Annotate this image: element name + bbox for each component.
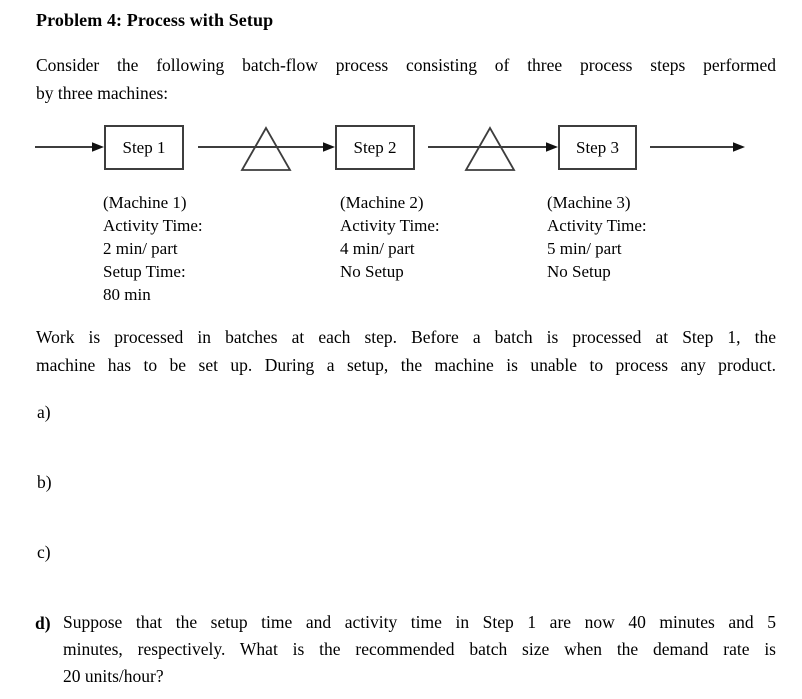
page-title: Problem 4: Process with Setup <box>36 10 274 30</box>
inventory-buffer-triangle-1-icon <box>240 126 292 171</box>
part-a-label: a) <box>37 402 51 422</box>
part-c-label: c) <box>37 542 51 562</box>
inventory-buffer-triangle-2-icon <box>464 126 516 171</box>
machine-2-activity-label: Activity Time: <box>340 216 440 235</box>
step-2-label: Step 2 <box>353 137 397 157</box>
part-d-line-2: minutes, respectively. What is the recom… <box>63 639 776 659</box>
batch-note-line-1: Work is processed in batches at each ste… <box>36 327 776 347</box>
machine-3-title: (Machine 3) <box>547 193 631 212</box>
machine-2-activity-value: 4 min/ part <box>340 239 415 258</box>
part-d-line-3: 20 units/hour? <box>63 666 164 686</box>
intro-paragraph: Consider the following batch-flow proces… <box>36 52 776 107</box>
machine-3-activity-value: 5 min/ part <box>547 239 622 258</box>
intro-line-1: Consider the following batch-flow proces… <box>36 55 776 75</box>
machine-1-activity-value: 2 min/ part <box>103 239 178 258</box>
machine-1-info: (Machine 1) Activity Time: 2 min/ part S… <box>103 191 203 306</box>
machine-3-info: (Machine 3) Activity Time: 5 min/ part N… <box>547 191 647 283</box>
step-3-label: Step 3 <box>576 137 619 157</box>
machine-1-title: (Machine 1) <box>103 193 187 212</box>
machine-3-setup-value: No Setup <box>547 262 611 281</box>
inflow-arrowhead-icon <box>92 142 104 152</box>
process-flow-diagram: Step 1 Step 2 Step 3 <box>0 115 802 190</box>
batch-note-paragraph: Work is processed in batches at each ste… <box>36 324 776 379</box>
step-1-label: Step 1 <box>122 137 166 157</box>
part-d-line-1: Suppose that the setup time and activity… <box>63 612 776 632</box>
flow-diagram-graphics <box>35 126 745 171</box>
machine-1-activity-label: Activity Time: <box>103 216 203 235</box>
machine-2-setup-value: No Setup <box>340 262 404 281</box>
part-d-question: Suppose that the setup time and activity… <box>63 609 776 690</box>
arrow-step2-to-step3-head-icon <box>546 142 558 152</box>
part-d-label: d) <box>35 613 51 633</box>
outflow-arrowhead-icon <box>733 142 745 152</box>
machine-2-title: (Machine 2) <box>340 193 424 212</box>
arrow-step1-to-step2-head-icon <box>323 142 335 152</box>
step-1-box: Step 1 <box>104 125 184 170</box>
step-3-box: Step 3 <box>558 125 637 170</box>
machine-3-activity-label: Activity Time: <box>547 216 647 235</box>
batch-note-line-2: machine has to be set up. During a setup… <box>36 354 776 375</box>
intro-line-2: by three machines: <box>36 82 169 103</box>
machine-1-setup-value: 80 min <box>103 285 151 304</box>
machine-1-setup-label: Setup Time: <box>103 262 186 281</box>
machine-2-info: (Machine 2) Activity Time: 4 min/ part N… <box>340 191 440 283</box>
step-2-box: Step 2 <box>335 125 415 170</box>
part-b-label: b) <box>37 472 52 492</box>
